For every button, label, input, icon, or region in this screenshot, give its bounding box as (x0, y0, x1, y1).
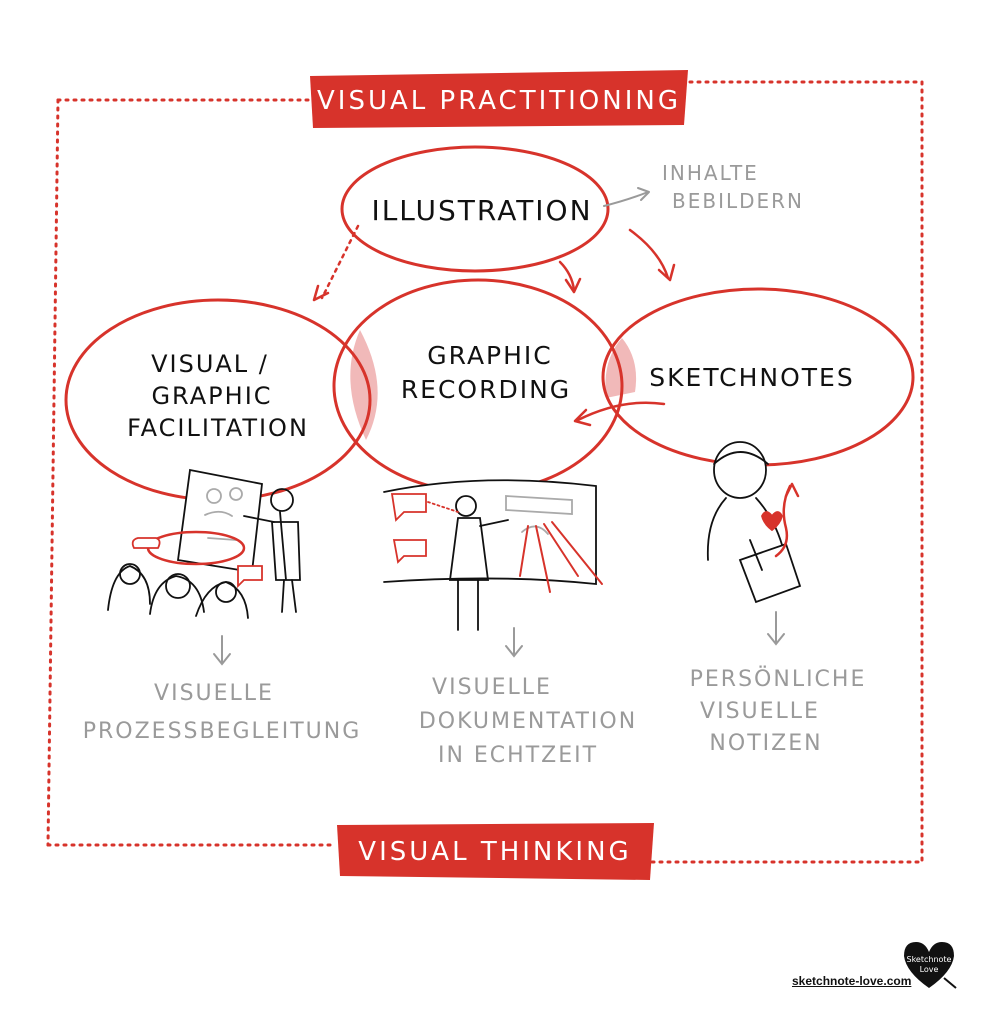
svg-text:Love: Love (920, 965, 939, 974)
outcome-facilitation: VISUELLE PROZESSBEGLEITUNG (83, 681, 362, 744)
arrow-recording-outcome (505, 627, 523, 658)
svg-text:DOKUMENTATION: DOKUMENTATION (419, 709, 637, 734)
overlap-left (350, 330, 378, 440)
arrow-illustration-to-note (603, 187, 650, 207)
arrow-illustration-to-facilitation (320, 224, 360, 300)
label-illustration-note: INHALTE BEBILDERN (662, 161, 804, 213)
svg-text:PROZESSBEGLEITUNG: PROZESSBEGLEITUNG (83, 719, 362, 744)
svg-text:VISUELLE: VISUELLE (700, 699, 820, 724)
svg-text:VISUELLE: VISUELLE (432, 675, 552, 700)
connector-arrows (312, 224, 676, 427)
outcome-arrows (213, 611, 785, 666)
svg-text:GRAPHIC: GRAPHIC (151, 382, 272, 410)
label-sketchnotes: SKETCHNOTES (649, 363, 854, 392)
banner-visual-practitioning: VISUAL PRACTITIONING (310, 70, 688, 128)
footer-url-link[interactable]: sketchnote-love.com (792, 974, 912, 988)
sketch-sketchnotes-person (706, 441, 802, 604)
banner-visual-thinking: VISUAL THINKING (337, 823, 654, 880)
svg-text:Sketchnote: Sketchnote (907, 955, 952, 964)
svg-text:GRAPHIC: GRAPHIC (427, 341, 553, 370)
banner-bottom-text: VISUAL THINKING (358, 837, 631, 867)
svg-text:INHALTE: INHALTE (662, 161, 759, 185)
arrow-sketchnotes-outcome (767, 611, 785, 646)
svg-text:VISUELLE: VISUELLE (154, 681, 274, 706)
banner-top-text: VISUAL PRACTITIONING (317, 86, 681, 116)
arrow-illustration-to-recording (558, 260, 576, 292)
arrow-facilitation-outcome (213, 635, 231, 666)
label-recording: GRAPHIC RECORDING (401, 341, 571, 404)
arrow-illustration-to-sketchnotes (628, 228, 670, 280)
svg-text:RECORDING: RECORDING (401, 375, 571, 404)
sketch-facilitation-scene (107, 468, 301, 619)
outcome-recording: VISUELLE DOKUMENTATION IN ECHTZEIT (419, 675, 637, 768)
svg-text:IN ECHTZEIT: IN ECHTZEIT (438, 743, 598, 768)
sketchnote-love-logo: Sketchnote Love (904, 942, 957, 989)
svg-text:BEBILDERN: BEBILDERN (672, 189, 804, 213)
arrow-sketchnotes-to-recording (576, 401, 666, 422)
dotted-frame (46, 80, 924, 864)
outcome-sketchnotes: PERSÖNLICHE VISUELLE NOTIZEN (690, 666, 867, 756)
svg-text:FACILITATION: FACILITATION (127, 414, 309, 442)
ellipse-illustration (340, 145, 610, 273)
svg-text:PERSÖNLICHE: PERSÖNLICHE (690, 666, 867, 692)
svg-text:NOTIZEN: NOTIZEN (709, 731, 822, 756)
sketch-recording-scene (383, 479, 603, 631)
svg-text:VISUAL /: VISUAL / (151, 350, 269, 378)
label-facilitation: VISUAL / GRAPHIC FACILITATION (127, 350, 309, 442)
label-illustration: ILLUSTRATION (371, 194, 592, 227)
